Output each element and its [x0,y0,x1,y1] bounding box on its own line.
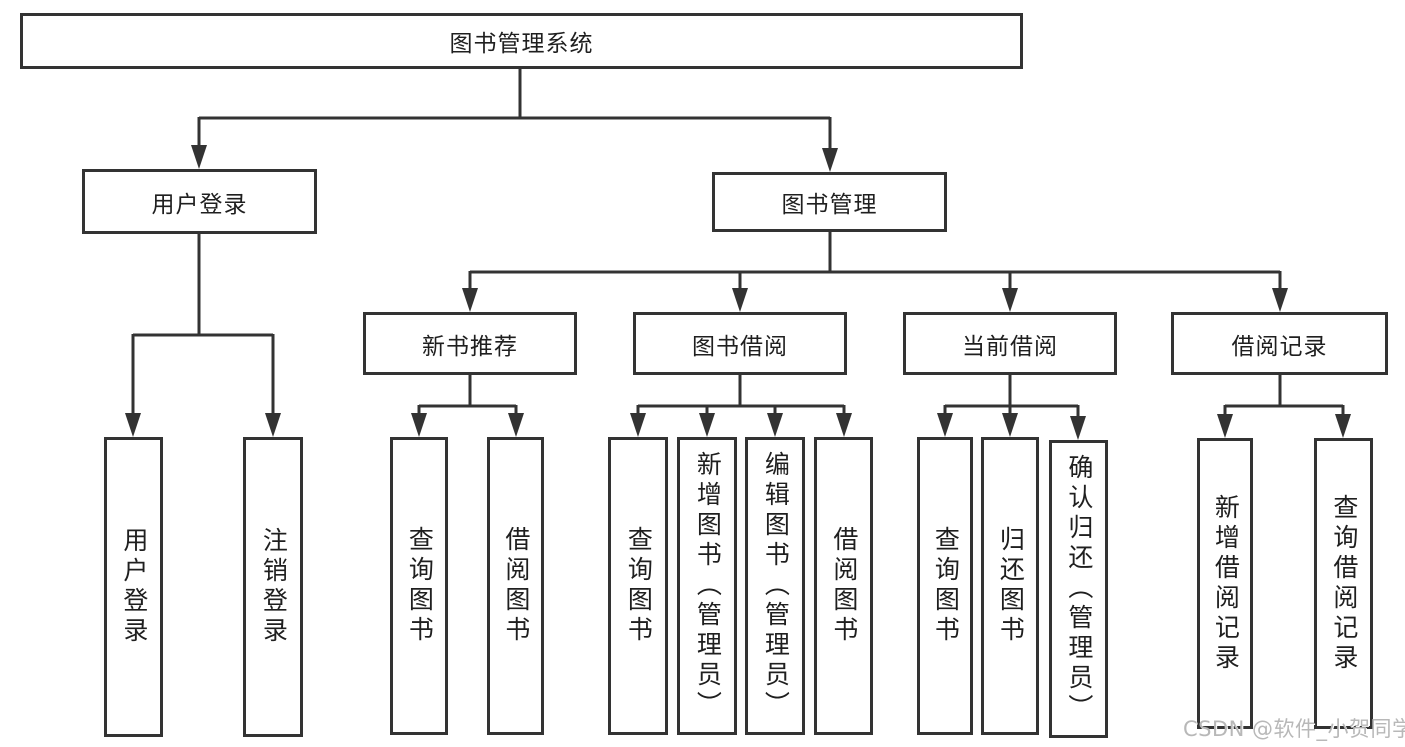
node-label: 用户登录 [119,527,149,647]
node-book-management: 图书管理 [712,172,947,232]
node-borrow-records: 借阅记录 [1171,312,1388,375]
node-borrow-books-leaf: 借阅图书 [814,437,873,735]
node-label: 查询借阅记录 [1329,493,1359,674]
node-label: 新增图书（管理员） [693,451,723,721]
node-label: 编辑图书（管理员） [761,451,791,721]
node-root-system: 图书管理系统 [20,13,1023,69]
node-logout-leaf: 注销登录 [243,437,303,737]
node-add-borrow-record: 新增借阅记录 [1197,438,1253,729]
node-query-books-borrow: 查询图书 [608,437,668,735]
node-label: 确认归还（管理员） [1064,454,1094,724]
node-label: 当前借阅 [962,333,1058,360]
node-return-books: 归还图书 [981,437,1039,735]
node-query-borrow-record: 查询借阅记录 [1314,438,1373,729]
node-label: 图书借阅 [692,333,788,360]
csdn-watermark: CSDN @软件_小贺同学 [1183,717,1405,741]
node-label: 查询图书 [405,526,435,646]
node-label: 查询图书 [624,526,654,646]
node-add-books-admin: 新增图书（管理员） [677,437,737,735]
node-borrow-books-recommend: 借阅图书 [487,437,544,735]
node-label: 借阅记录 [1231,333,1328,360]
node-label: 借阅图书 [829,526,859,646]
node-label: 新书推荐 [422,333,518,360]
node-current-borrow: 当前借阅 [903,312,1117,375]
node-root-label: 图书管理系统 [449,31,594,57]
node-label: 用户登录 [151,191,248,218]
node-label: 注销登录 [259,527,289,647]
arrowheads [125,145,1351,440]
node-label: 新增借阅记录 [1211,493,1241,674]
node-label: 归还图书 [996,526,1026,646]
node-label: 图书管理 [781,192,878,218]
node-book-borrow: 图书借阅 [633,312,847,375]
node-query-books-current: 查询图书 [917,437,973,735]
node-user-login: 用户登录 [82,169,317,234]
node-confirm-return-admin: 确认归还（管理员） [1049,440,1108,738]
node-label: 借阅图书 [501,526,531,646]
node-label: 查询图书 [931,526,961,646]
node-user-login-leaf: 用户登录 [104,437,163,737]
node-edit-books-admin: 编辑图书（管理员） [745,437,805,735]
node-new-book-recommend: 新书推荐 [363,312,577,375]
node-query-books-recommend: 查询图书 [390,437,448,735]
